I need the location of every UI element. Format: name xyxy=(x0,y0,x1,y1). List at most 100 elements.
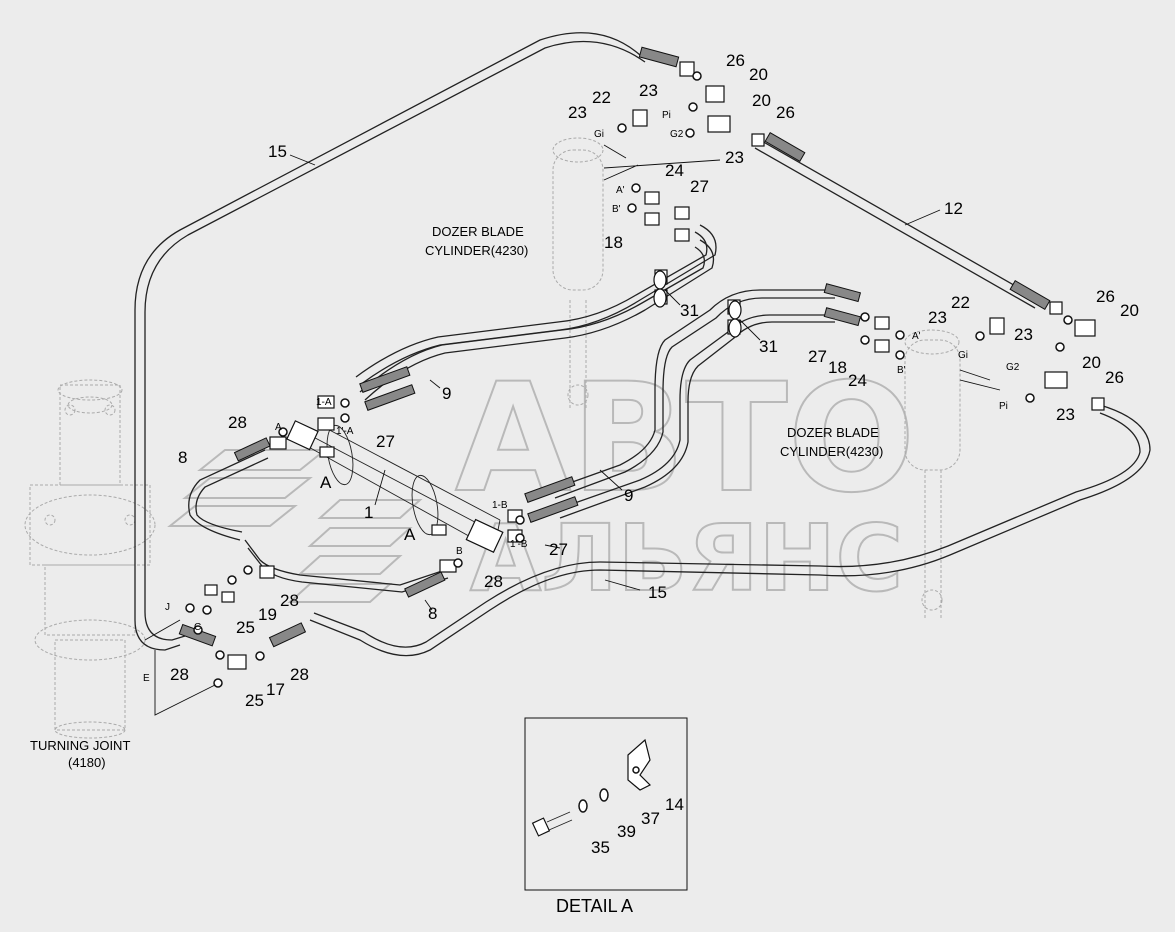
port-gi-right: Gi xyxy=(958,350,968,361)
callout-14: 14 xyxy=(665,795,684,814)
callout-8-left: 8 xyxy=(178,448,187,467)
block-fittings xyxy=(185,395,525,688)
callout-20-right: 20 xyxy=(1120,301,1139,320)
callout-9-upper: 9 xyxy=(442,384,451,403)
port-g2-right: G2 xyxy=(1006,362,1020,373)
turning-joint-label-line2: (4180) xyxy=(68,755,106,770)
port-gi-top: Gi xyxy=(594,129,604,140)
port-pi-right: Pi xyxy=(999,401,1008,412)
callout-20-top-2: 20 xyxy=(752,91,771,110)
component-labels: DOZER BLADE CYLINDER(4230) DOZER BLADE C… xyxy=(30,224,883,916)
section-mark-a-lower: A xyxy=(404,525,416,544)
callout-35: 35 xyxy=(591,838,610,857)
callout-23-top-2: 23 xyxy=(568,103,587,122)
port-pi-top: Pi xyxy=(662,110,671,121)
callouts: 26 20 22 23 23 20 26 23 24 27 18 15 12 3… xyxy=(170,51,1139,857)
hose-12 xyxy=(754,131,1051,311)
watermark-logo-stripes xyxy=(167,449,423,603)
hoses-9-upper xyxy=(355,224,717,411)
clamps-31 xyxy=(653,270,742,338)
callout-28-low-left: 28 xyxy=(280,591,299,610)
callout-19: 19 xyxy=(258,605,277,624)
turning-joint-fittings xyxy=(144,584,307,716)
port-1-b: 1-B xyxy=(492,500,508,511)
callout-9-lower: 9 xyxy=(624,486,633,505)
section-mark-a-upper: A xyxy=(320,473,332,492)
callout-17: 17 xyxy=(266,680,285,699)
detail-a-washer-37 xyxy=(599,788,609,802)
callout-23-right-3: 23 xyxy=(1056,405,1075,424)
port-1-prime-a: 1'-A xyxy=(336,426,354,437)
port-j: J xyxy=(165,602,170,613)
detail-a-panel xyxy=(524,717,688,891)
port-a: A xyxy=(275,422,282,433)
callout-26-right: 26 xyxy=(1096,287,1115,306)
port-g2-top: G2 xyxy=(670,129,684,140)
detail-a-title: DETAIL A xyxy=(556,896,633,916)
callout-27-lower: 27 xyxy=(549,540,568,559)
port-b: B xyxy=(456,546,463,557)
callout-28-left: 28 xyxy=(228,413,247,432)
callout-24-top: 24 xyxy=(665,161,684,180)
port-c: C xyxy=(194,622,201,633)
callout-23-top-1: 23 xyxy=(639,81,658,100)
callout-18-top: 18 xyxy=(604,233,623,252)
callout-25-a: 25 xyxy=(236,618,255,637)
callout-23-right-1: 23 xyxy=(928,308,947,327)
callout-20-top: 20 xyxy=(749,65,768,84)
callout-23-right-2: 23 xyxy=(1014,325,1033,344)
port-a-prime-top: A' xyxy=(616,185,625,196)
section-marks: A A xyxy=(320,473,416,544)
valve-block-1 xyxy=(286,420,504,554)
callout-27-mid: 27 xyxy=(376,432,395,451)
hose-15-top xyxy=(134,32,680,651)
cylinder-left-label-line1: DOZER BLADE xyxy=(432,224,524,239)
callout-31-right: 31 xyxy=(759,337,778,356)
detail-a-clamp-14 xyxy=(627,738,652,791)
callout-15-top: 15 xyxy=(268,142,287,161)
callout-28-a: 28 xyxy=(170,665,189,684)
callout-12: 12 xyxy=(944,199,963,218)
top-fitting-cluster xyxy=(603,61,765,305)
port-b-prime-right: B' xyxy=(897,365,906,376)
port-labels: Pi Gi G2 A' B' A' B' Gi G2 Pi 1-A 1'-A 1… xyxy=(143,110,1020,684)
dozer-cylinder-left-body xyxy=(552,137,604,410)
cylinder-right-label-line2: CYLINDER(4230) xyxy=(780,444,883,459)
callout-20-right-2: 20 xyxy=(1082,353,1101,372)
hoses-9-lower xyxy=(524,289,835,523)
callout-22-right: 22 xyxy=(951,293,970,312)
port-1-prime-b: 1'-B xyxy=(510,539,528,550)
callout-39: 39 xyxy=(617,822,636,841)
callout-26-top: 26 xyxy=(726,51,745,70)
callout-8-lower: 8 xyxy=(428,604,437,623)
callout-23-top-3: 23 xyxy=(725,148,744,167)
port-e: E xyxy=(143,673,150,684)
port-b-prime-top: B' xyxy=(612,204,621,215)
callout-1: 1 xyxy=(364,503,373,522)
watermark-line2: АЛЬЯНС xyxy=(470,505,903,612)
callout-28-mid: 28 xyxy=(484,572,503,591)
hose-15-bottom xyxy=(309,404,1151,657)
callout-26-top-2: 26 xyxy=(776,103,795,122)
callout-26-right-2: 26 xyxy=(1105,368,1124,387)
hoses-8 xyxy=(188,437,449,598)
cylinder-right-label-line1: DOZER BLADE xyxy=(787,425,879,440)
callout-25-b: 25 xyxy=(245,691,264,710)
callout-27-right: 27 xyxy=(808,347,827,366)
callout-28-b: 28 xyxy=(290,665,309,684)
turning-joint-body xyxy=(24,379,156,739)
dozer-cylinder-right-body xyxy=(904,329,961,620)
callout-37: 37 xyxy=(641,809,660,828)
detail-a-washer-39 xyxy=(578,799,588,813)
turning-joint-label-line1: TURNING JOINT xyxy=(30,738,130,753)
callout-15-lower: 15 xyxy=(648,583,667,602)
port-a-prime-right: A' xyxy=(912,331,921,342)
callout-22-top: 22 xyxy=(592,88,611,107)
detail-a-bolt-35 xyxy=(531,811,573,837)
callout-18-right: 18 xyxy=(828,358,847,377)
callout-31-left: 31 xyxy=(680,301,699,320)
cylinder-left-label-line2: CYLINDER(4230) xyxy=(425,243,528,258)
callout-27-top: 27 xyxy=(690,177,709,196)
port-1-a: 1-A xyxy=(316,397,332,408)
